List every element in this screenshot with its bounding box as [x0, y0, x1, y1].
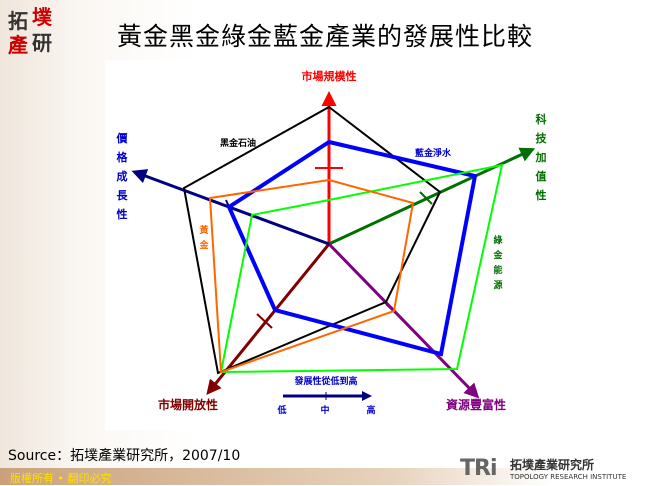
logo: 拓 墣 產 研 — [8, 6, 60, 58]
scale-mid: 中 — [320, 406, 330, 416]
series-yellow-gold — [208, 178, 415, 374]
axis-tech-value-mid-tick — [419, 191, 433, 205]
axis-label-price-growth: 價格成長性 — [116, 132, 128, 221]
axis-market-openness-mid-tick — [256, 313, 273, 329]
series-blue-gold — [226, 139, 478, 357]
axis-price-growth — [131, 169, 330, 246]
series-label-blue-gold: 藍金淨水 — [414, 149, 451, 159]
brand-mark: TRi — [460, 456, 497, 481]
logo-char: 研 — [32, 31, 52, 55]
scale-title: 發展性從低到高 — [294, 377, 358, 387]
scale-high: 高 — [366, 406, 376, 416]
series-black-gold — [182, 105, 442, 375]
brand-en: TOPOLOGY RESEARCH INSTITUTE — [510, 473, 627, 481]
axis-label-resources: 資源豐富性 — [445, 398, 506, 412]
tri-logo: TRi 拓墣產業研究所 TOPOLOGY RESEARCH INSTITUTE — [460, 456, 650, 485]
axis-label-tech-value: 科技加值性 — [535, 113, 547, 202]
logo-char: 產 — [8, 33, 28, 57]
axis-market-openness — [206, 243, 331, 395]
series-label-black-gold: 黑金石油 — [219, 139, 256, 149]
axis-label-market-openness: 市場開放性 — [157, 398, 218, 412]
series-label-green-gold: 綠金能源 — [493, 236, 503, 291]
logo-char: 拓 — [8, 9, 28, 33]
copyright-text: 版權所有 • 翻印必究 — [10, 472, 112, 485]
brand-cn: 拓墣產業研究所 — [510, 458, 595, 472]
series-green-gold — [219, 163, 504, 374]
scale-low: 低 — [277, 406, 287, 416]
logo-char: 墣 — [32, 5, 52, 29]
scale-arrow-head — [362, 391, 372, 401]
axis-label-market-scale: 市場規模性 — [301, 70, 357, 83]
source-text: Source：拓墣產業研究所，2007/10 — [8, 448, 241, 464]
series-label-yellow-gold: 黃金 — [199, 226, 209, 251]
page-title: 黃金黑金綠金藍金產業的發展性比較 — [117, 22, 534, 51]
footer-bar — [0, 468, 650, 485]
